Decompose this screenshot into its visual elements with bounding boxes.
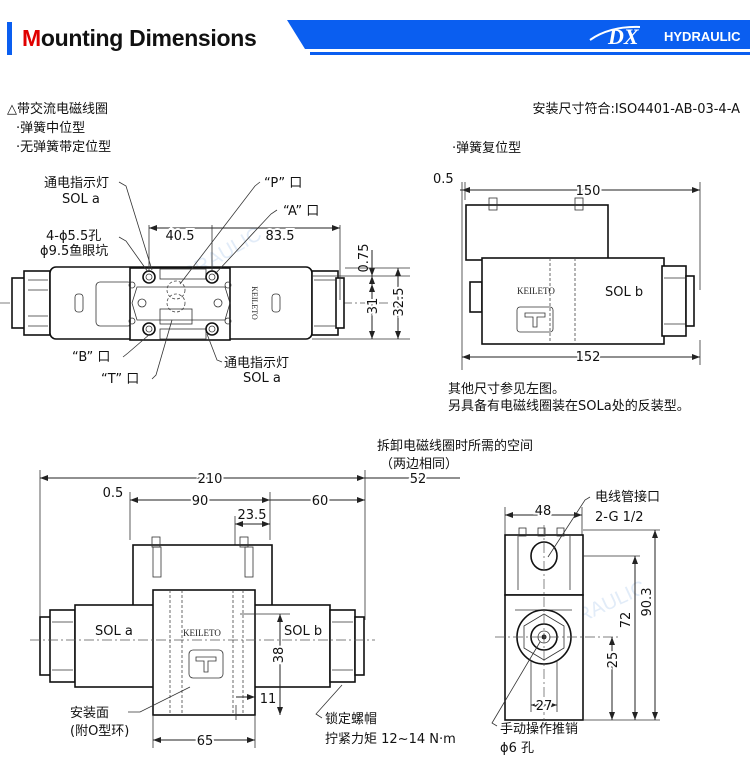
- logo-swoosh-icon: [589, 25, 641, 41]
- dim-0-75: 0.75: [357, 244, 372, 273]
- dim-40-5: 40.5: [166, 229, 195, 244]
- top-view-drawing: KEILETO: [0, 181, 410, 380]
- torque-label: 拧紧力矩 12~14 N·m: [325, 732, 456, 747]
- brand-name: HYDRAULIC: [664, 29, 741, 44]
- brand-mark: KEILETO: [250, 286, 259, 320]
- dim-0-5: 0.5: [103, 486, 124, 501]
- manual-pin-label: 手动操作推销: [500, 721, 578, 737]
- side-view-drawing: [491, 496, 660, 727]
- type-note-3: ·弹簧复位型: [452, 140, 521, 156]
- dim-210: 210: [198, 472, 223, 487]
- page-title: Mounting Dimensions: [22, 25, 257, 51]
- reverse-type-note: 另具备有电磁线圈装在SOLa处的反装型。: [448, 398, 690, 414]
- brand-logo: DX: [607, 24, 640, 49]
- removal-space-note: 拆卸电磁线圈时所需的空间: [377, 438, 533, 454]
- dim-83-5: 83.5: [266, 229, 295, 244]
- dim-38: 38: [272, 647, 287, 664]
- sol-a-label-2: SOL a: [243, 371, 281, 386]
- brand-mark-single: KEILETO: [517, 286, 555, 296]
- banner-underline: [310, 52, 750, 55]
- standard-note: 安装尺寸符合:ISO4401-AB-03-4-A: [533, 101, 741, 117]
- dim-32-5: 32.5: [392, 288, 407, 317]
- single-solenoid-drawing: [460, 182, 701, 370]
- dim-27: 27: [536, 699, 553, 714]
- dim-90-3: 90.3: [640, 588, 655, 617]
- title-first-letter: M: [22, 25, 41, 51]
- port-a-label: “A” 口: [283, 204, 319, 219]
- conduit-label: 电线管接口: [595, 489, 660, 505]
- counterbore-label: ϕ9.5鱼眼坑: [40, 243, 108, 259]
- dim-25: 25: [606, 652, 621, 669]
- sol-a-label: SOL a: [62, 192, 100, 207]
- port-p-label: “P” 口: [264, 176, 302, 191]
- indicator-label-2: 通电指示灯: [224, 356, 289, 371]
- sol-b-label-front: SOL b: [284, 624, 322, 639]
- coil-type-note: △带交流电磁线圈: [7, 101, 108, 117]
- dim-23-5: 23.5: [238, 508, 267, 523]
- o-ring-label: (附O型环): [70, 724, 129, 739]
- sol-b-label-single: SOL b: [605, 285, 643, 300]
- type-note-2: ·无弹簧带定位型: [16, 139, 111, 155]
- type-note-1: ·弹簧中位型: [16, 120, 85, 136]
- conduit-size-label: 2-G 1/2: [595, 510, 644, 525]
- title-rest: ounting Dimensions: [41, 25, 257, 51]
- dim-90: 90: [192, 494, 209, 509]
- dim-11: 11: [260, 692, 277, 707]
- header: Mounting Dimensions DX HYDRAULIC: [7, 20, 750, 55]
- dim-150: 150: [576, 184, 601, 199]
- title-accent-bar: [7, 22, 12, 55]
- dim-48: 48: [535, 504, 552, 519]
- dim-0-5-single: 0.5: [433, 172, 454, 187]
- front-view-drawing: [30, 470, 460, 748]
- dim-72: 72: [619, 612, 634, 629]
- dim-60: 60: [312, 494, 329, 509]
- dim-65: 65: [197, 734, 214, 749]
- dim-31: 31: [366, 298, 381, 315]
- port-b-label: “B” 口: [72, 350, 110, 365]
- mount-face-label: 安装面: [70, 706, 109, 721]
- lock-nut-label: 锁定螺帽: [325, 711, 377, 727]
- dim-52: 52: [410, 472, 427, 487]
- dim-152: 152: [576, 350, 601, 365]
- sol-a-label-front: SOL a: [95, 624, 133, 639]
- pin-hole-label: ϕ6 孔: [500, 741, 534, 756]
- holes-label: 4-ϕ5.5孔: [46, 229, 101, 244]
- port-t-label: “T” 口: [101, 372, 139, 387]
- other-dims-note: 其他尺寸参见左图。: [448, 381, 565, 397]
- indicator-label: 通电指示灯: [44, 176, 109, 191]
- both-sides-note: （两边相同）: [380, 457, 458, 472]
- brand-mark-front: KEILETO: [183, 628, 221, 638]
